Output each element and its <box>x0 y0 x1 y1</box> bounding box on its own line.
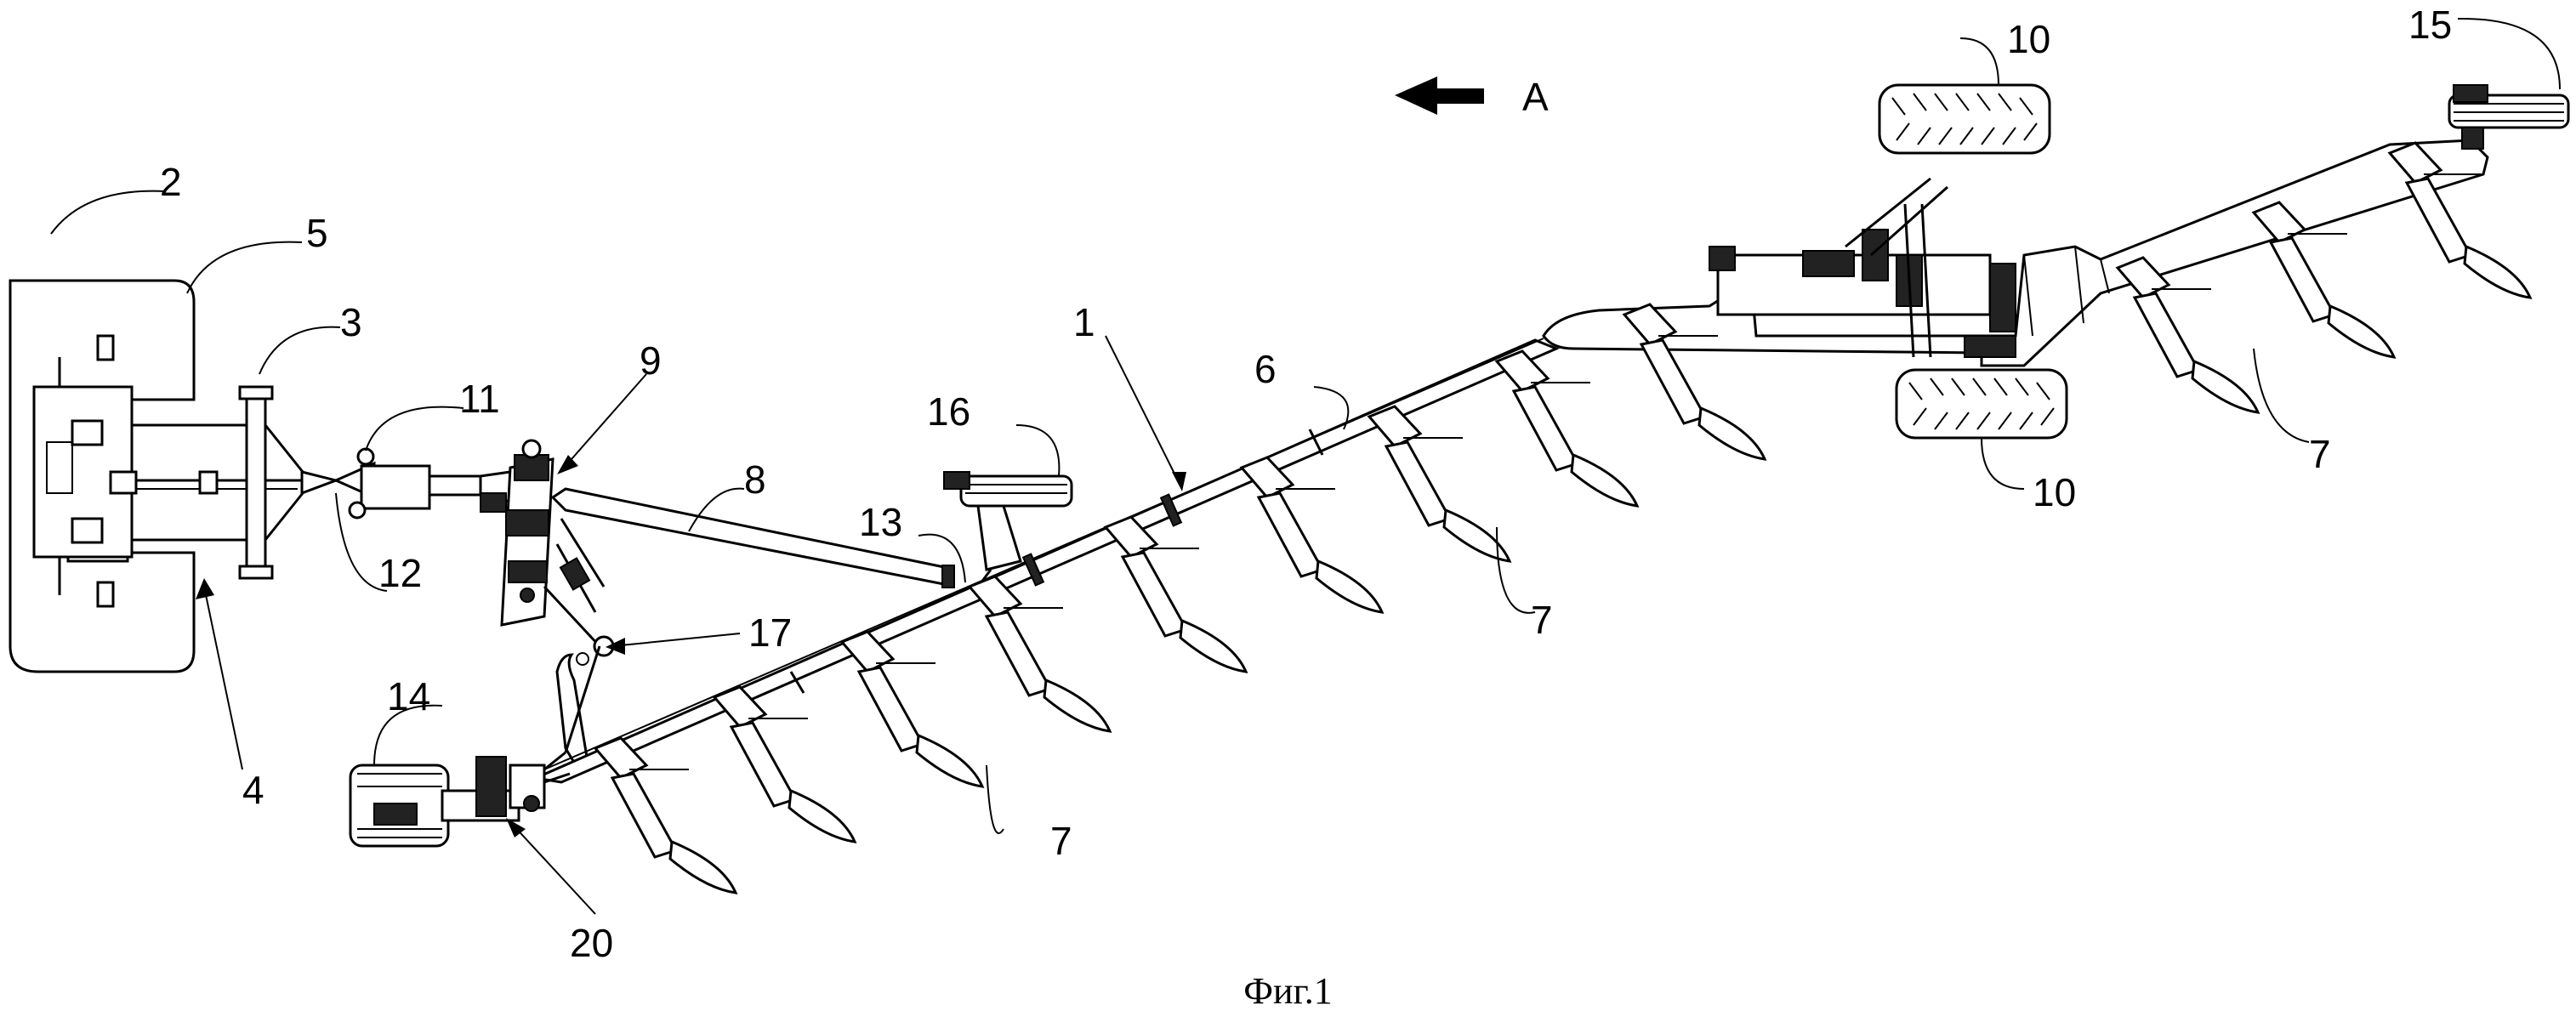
callout-7-front: 7 <box>1050 819 1072 863</box>
direction-label: A <box>1522 75 1549 119</box>
callout-20: 20 <box>570 921 613 965</box>
callout-3: 3 <box>340 300 362 344</box>
front-gauge-wheel <box>349 756 571 848</box>
callout-1: 1 <box>1073 300 1095 344</box>
callouts: 2 5 3 4 11 12 9 8 13 16 1 6 17 14 2 <box>50 3 2561 965</box>
plough-bodies <box>593 141 2533 894</box>
main-frame <box>531 139 2489 784</box>
plough-body <box>712 685 857 843</box>
callout-2: 2 <box>160 160 182 204</box>
rear-tool <box>2448 84 2570 150</box>
callout-10-bottom: 10 <box>2033 470 2076 514</box>
tool-16 <box>943 471 1073 588</box>
plough-body <box>1367 405 1512 563</box>
drawbar-assembly <box>333 439 554 627</box>
tractor <box>9 279 196 673</box>
plough-body <box>1239 456 1385 614</box>
callout-7-rear: 7 <box>2309 432 2331 476</box>
beam-8 <box>550 487 955 588</box>
figure-caption: Фиг.1 <box>1243 970 1333 1012</box>
callout-6: 6 <box>1254 347 1277 391</box>
callout-9: 9 <box>640 338 662 383</box>
callout-10-top: 10 <box>2007 17 2050 61</box>
wheel-bottom <box>1895 368 2068 440</box>
callout-5: 5 <box>306 211 328 255</box>
plough-body <box>1622 303 1767 461</box>
plough-body <box>967 575 1112 733</box>
plough-body <box>1494 349 1640 508</box>
callout-11: 11 <box>459 377 500 421</box>
callout-17: 17 <box>748 610 792 655</box>
lever-linkage-17 <box>543 518 615 772</box>
callout-7-middle: 7 <box>1531 598 1553 642</box>
plough-body <box>839 630 985 788</box>
plough-body <box>593 736 738 894</box>
callout-12: 12 <box>378 551 422 595</box>
callout-4: 4 <box>242 768 264 812</box>
plough-body <box>2115 256 2260 414</box>
callout-16: 16 <box>927 389 970 434</box>
wheel-top <box>1878 83 2051 155</box>
callout-15: 15 <box>2408 3 2452 47</box>
plough-body <box>2251 201 2397 359</box>
direction-arrow: A <box>1395 75 1549 119</box>
plough-body <box>2387 141 2533 299</box>
callout-14: 14 <box>387 674 430 718</box>
callout-8: 8 <box>744 457 766 502</box>
hitch-linkage <box>109 385 341 580</box>
plough-body <box>1103 515 1248 673</box>
callout-13: 13 <box>859 500 902 544</box>
